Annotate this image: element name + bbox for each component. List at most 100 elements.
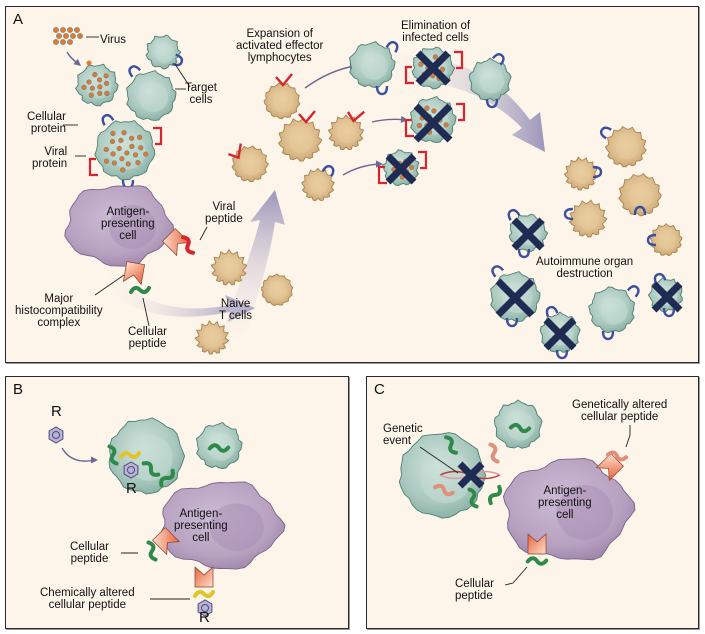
chemically-altered-peptide-icon [119, 450, 141, 460]
virus-particle [92, 72, 98, 78]
label-cellular-peptide-b: Cellular peptide [70, 541, 109, 565]
virus-particle [138, 145, 144, 151]
benzene-circle [52, 431, 60, 439]
virus-particle [60, 39, 66, 45]
arrowhead-icon [73, 58, 81, 66]
panel-letter-a: A [13, 11, 24, 28]
benzene-hexagon [197, 599, 213, 617]
mhc-icon [162, 228, 191, 257]
nucleus [204, 330, 222, 348]
virus-particle [431, 108, 437, 114]
virus-particle [125, 161, 131, 167]
apc-nucleus [556, 485, 613, 540]
viral-protein-icon [298, 110, 316, 124]
virus-particle [77, 33, 83, 39]
activated-lymphocyte [649, 223, 683, 257]
arrowhead-icon [91, 456, 98, 464]
label-apc-b: Antigen- presenting cell [174, 508, 228, 544]
cellular-peptide-icon [525, 556, 549, 566]
arrowhead-icon [400, 115, 408, 123]
virus-particle [132, 152, 139, 158]
arrow-lymph-3 [342, 163, 381, 176]
naive-t-cell [194, 320, 230, 355]
panel-letter-b: B [13, 381, 24, 398]
virus-particle [418, 61, 424, 67]
label-apc-a: Antigen- presenting cell [101, 206, 155, 242]
cellular-peptide-icon [146, 540, 158, 562]
label-cellular-protein: Cellular protein [27, 111, 66, 135]
cellular-peptide-icon [207, 443, 231, 453]
virus-particle [109, 138, 116, 145]
apc-panel-c [502, 458, 636, 561]
effector-lymphocyte [301, 167, 335, 202]
label-r-bottom: R [199, 609, 210, 626]
virus-particle [118, 137, 124, 143]
virus-particle [119, 156, 125, 162]
virus-particle [97, 84, 103, 90]
label-r-top: R [51, 403, 62, 420]
nucleus [479, 68, 505, 94]
cellular-protein-icon [321, 164, 335, 177]
genetic-event-cross-icon [457, 461, 485, 489]
nucleus [615, 136, 639, 160]
virus-particle [116, 145, 122, 152]
cellular-peptide-icon [107, 444, 119, 466]
nucleus [629, 184, 653, 208]
nucleus [154, 42, 175, 63]
label-elimination: Elimination of infected cells [401, 20, 471, 44]
cross-mark-icon [495, 278, 535, 318]
leader-cellular-peptide [142, 297, 150, 327]
virus-particle [103, 158, 110, 164]
genetically-altered-peptide-icon [433, 483, 455, 497]
virus-particle [103, 146, 109, 153]
viral-protein-icon [404, 118, 414, 138]
mhc-icon [122, 261, 146, 286]
benzene-hexagon [123, 461, 139, 479]
cross-stroke [511, 217, 545, 251]
viral-protein-icon [275, 73, 293, 87]
virus-particle [439, 66, 446, 72]
cellular-protein-icon [507, 208, 521, 221]
cellular-protein-icon [491, 265, 505, 278]
cellular-protein-icon [128, 65, 142, 78]
virus-particle [110, 130, 116, 136]
virus-particle [81, 84, 87, 90]
activated-lymphocyte [568, 199, 608, 238]
cellular-protein-icon [517, 248, 531, 259]
cellular-protein-icon [563, 207, 574, 221]
virus-particle [409, 164, 415, 170]
target-cell-surviving [588, 286, 636, 334]
naive-t-cell [261, 273, 294, 307]
cellular-protein-icon [491, 53, 505, 66]
cellular-protein-icon [653, 272, 667, 284]
virus-particle [135, 159, 141, 166]
nucleus [600, 297, 628, 325]
cellular-protein-icon [545, 305, 559, 317]
target-cell-infected-1 [75, 63, 119, 107]
cross-mark-icon [511, 217, 545, 251]
apc-nucleus [109, 205, 156, 249]
virus-particle [432, 54, 438, 60]
leader-cellular-peptide-c [504, 566, 528, 586]
virus-particle [89, 85, 95, 91]
virus-particle [121, 130, 127, 136]
viral-protein-icon [377, 165, 387, 185]
cellular-protein-icon [633, 205, 647, 216]
mhc-icon [595, 453, 624, 482]
cellular-peptide-icon [467, 487, 479, 509]
label-target-cells: Target cells [185, 82, 217, 106]
virus-particle [56, 33, 62, 39]
virus-particle [129, 135, 135, 141]
cellular-peptide-icon [141, 461, 161, 477]
viral-protein-icon [88, 157, 98, 177]
cellular-protein-icon [646, 233, 657, 247]
virus-particle [67, 27, 73, 33]
leader-target-cells [174, 63, 191, 88]
nucleus [310, 177, 328, 195]
nucleus [337, 124, 357, 144]
benzene-circle [127, 466, 135, 474]
virus-particle [103, 73, 109, 79]
cellular-protein-icon [599, 126, 612, 140]
effector-lymphocyte [231, 145, 269, 183]
